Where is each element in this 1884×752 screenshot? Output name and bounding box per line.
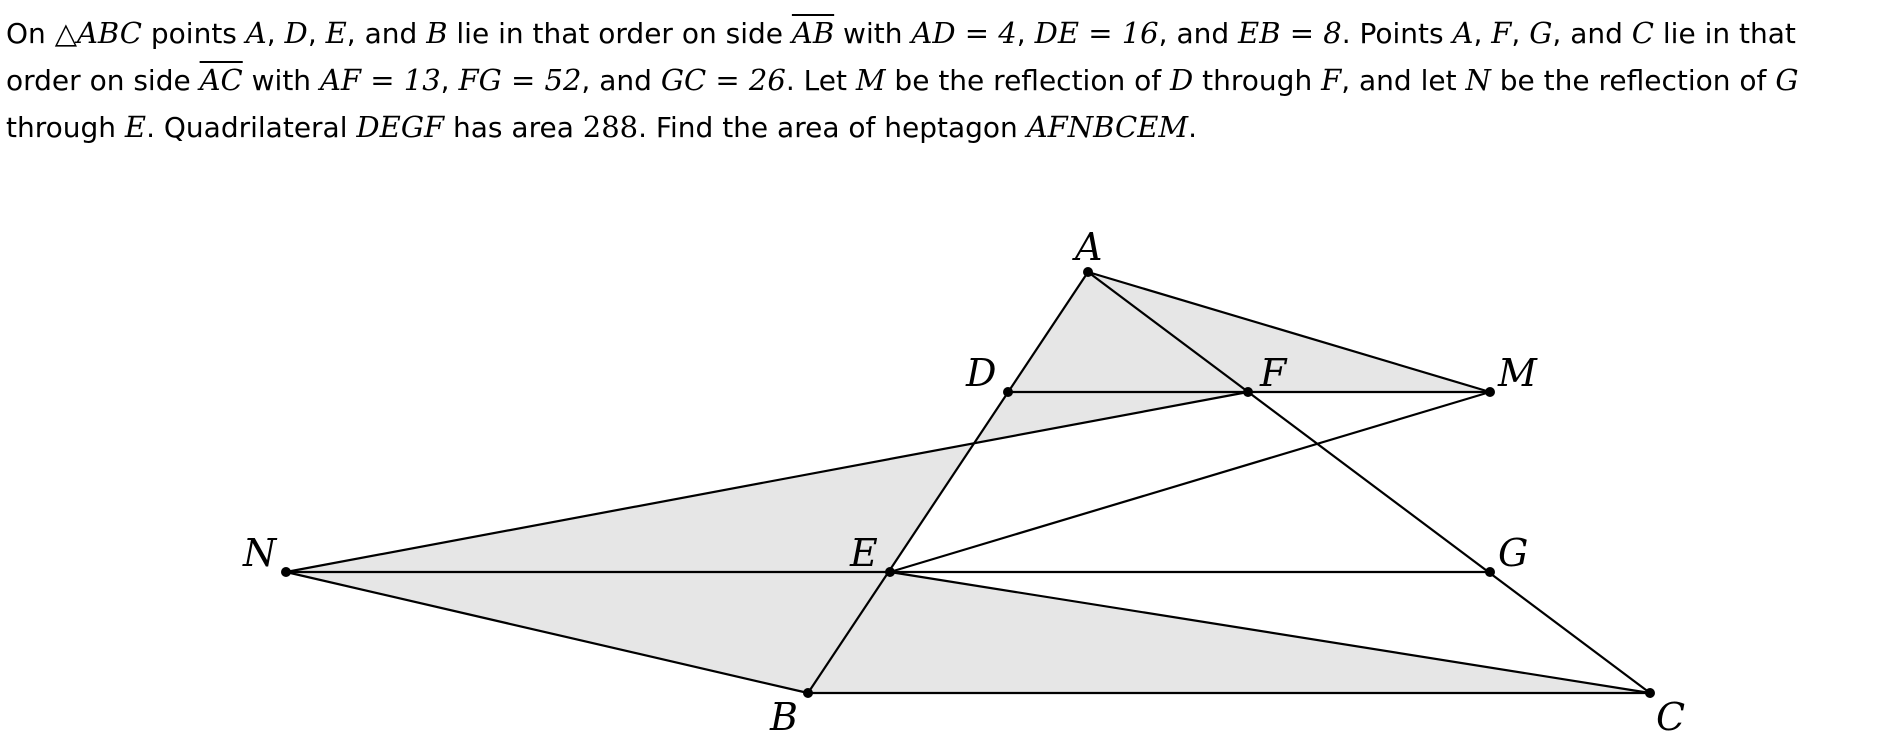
problem-text: , and let	[1341, 64, 1466, 97]
point-e	[885, 567, 895, 577]
problem-text: ,	[1511, 17, 1530, 50]
problem-text: ,	[440, 64, 459, 97]
math-point: E	[325, 16, 347, 50]
math-number: 288	[582, 110, 639, 144]
problem-text: , and	[1552, 17, 1632, 50]
problem-text: .	[1188, 111, 1197, 144]
math-equation: DE = 16	[1034, 16, 1159, 50]
math-point: N	[1465, 63, 1491, 97]
problem-text: with	[834, 17, 912, 50]
math-point: A	[1452, 16, 1474, 50]
math-equation: FG = 52	[458, 63, 582, 97]
problem-text: with	[242, 64, 320, 97]
math-segment-ac: AC	[199, 63, 243, 97]
math-point: G	[1775, 63, 1799, 97]
math-point: A	[245, 16, 267, 50]
label-m: M	[1497, 351, 1538, 395]
point-m	[1485, 387, 1495, 397]
segment-fn	[285, 390, 1249, 574]
problem-text: be the reflection of	[1490, 64, 1776, 97]
problem-text: . Points	[1341, 17, 1453, 50]
problem-text: On	[6, 17, 55, 50]
point-b	[803, 688, 813, 698]
segment-me	[889, 390, 1491, 574]
math-point: D	[1170, 63, 1194, 97]
math-equation: EB = 8	[1238, 16, 1342, 50]
problem-text: . Find the area of heptagon	[638, 111, 1027, 144]
math-point: M	[855, 63, 886, 97]
problem-text: ,	[1473, 17, 1492, 50]
problem-text: be the reflection of	[885, 64, 1170, 97]
point-f	[1243, 387, 1253, 397]
point-g	[1485, 567, 1495, 577]
problem-text: , and	[346, 17, 427, 50]
math-point: F	[1321, 63, 1342, 97]
segment-nb	[285, 570, 809, 695]
math-triangle-abc: △ABC	[54, 16, 142, 50]
problem-text: has area	[444, 111, 583, 144]
problem-text: points	[141, 17, 246, 50]
math-point: F	[1491, 16, 1512, 50]
segment-ec	[889, 570, 1651, 695]
math-point: E	[124, 110, 147, 144]
segment-ab	[807, 271, 1089, 694]
math-equation: GC = 26	[660, 63, 786, 97]
point-n	[281, 567, 291, 577]
problem-text: . Let	[785, 64, 856, 97]
problem-text: through	[1193, 64, 1322, 97]
problem-text: , and	[1158, 17, 1239, 50]
math-heptagon: AFNBCEM	[1026, 110, 1189, 144]
problem-text: lie in that order on side	[6, 17, 1796, 97]
math-point: G	[1529, 16, 1553, 50]
segment-am	[1087, 270, 1491, 394]
problem-text: lie in that order on side	[447, 17, 792, 50]
problem-text: through	[6, 111, 125, 144]
label-a: A	[1072, 225, 1102, 269]
label-n: N	[242, 531, 278, 575]
problem-text: , and	[581, 64, 661, 97]
label-g: G	[1498, 531, 1528, 575]
segment-ac	[1087, 271, 1651, 694]
math-segment-ab: AB	[791, 16, 835, 50]
problem-text: ,	[266, 17, 285, 50]
problem-statement: On △ABC points A, D, E, and B lie in tha…	[6, 10, 1878, 151]
math-quadrilateral: DEGF	[356, 110, 445, 144]
math-point: C	[1631, 16, 1654, 50]
math-point: D	[284, 16, 308, 50]
problem-text: . Quadrilateral	[146, 111, 357, 144]
problem-text: ,	[1016, 17, 1035, 50]
label-c: C	[1656, 695, 1685, 739]
label-d: D	[965, 351, 996, 395]
math-point: B	[426, 16, 448, 50]
label-e: E	[849, 531, 878, 575]
problem-text: ,	[307, 17, 326, 50]
point-d	[1003, 387, 1013, 397]
math-equation: AD = 4	[911, 16, 1017, 50]
math-equation: AF = 13	[319, 63, 441, 97]
point-c	[1645, 688, 1655, 698]
shaded-heptagon	[286, 272, 1650, 693]
point-a	[1083, 267, 1093, 277]
label-b: B	[769, 695, 798, 739]
label-f: F	[1259, 351, 1288, 395]
